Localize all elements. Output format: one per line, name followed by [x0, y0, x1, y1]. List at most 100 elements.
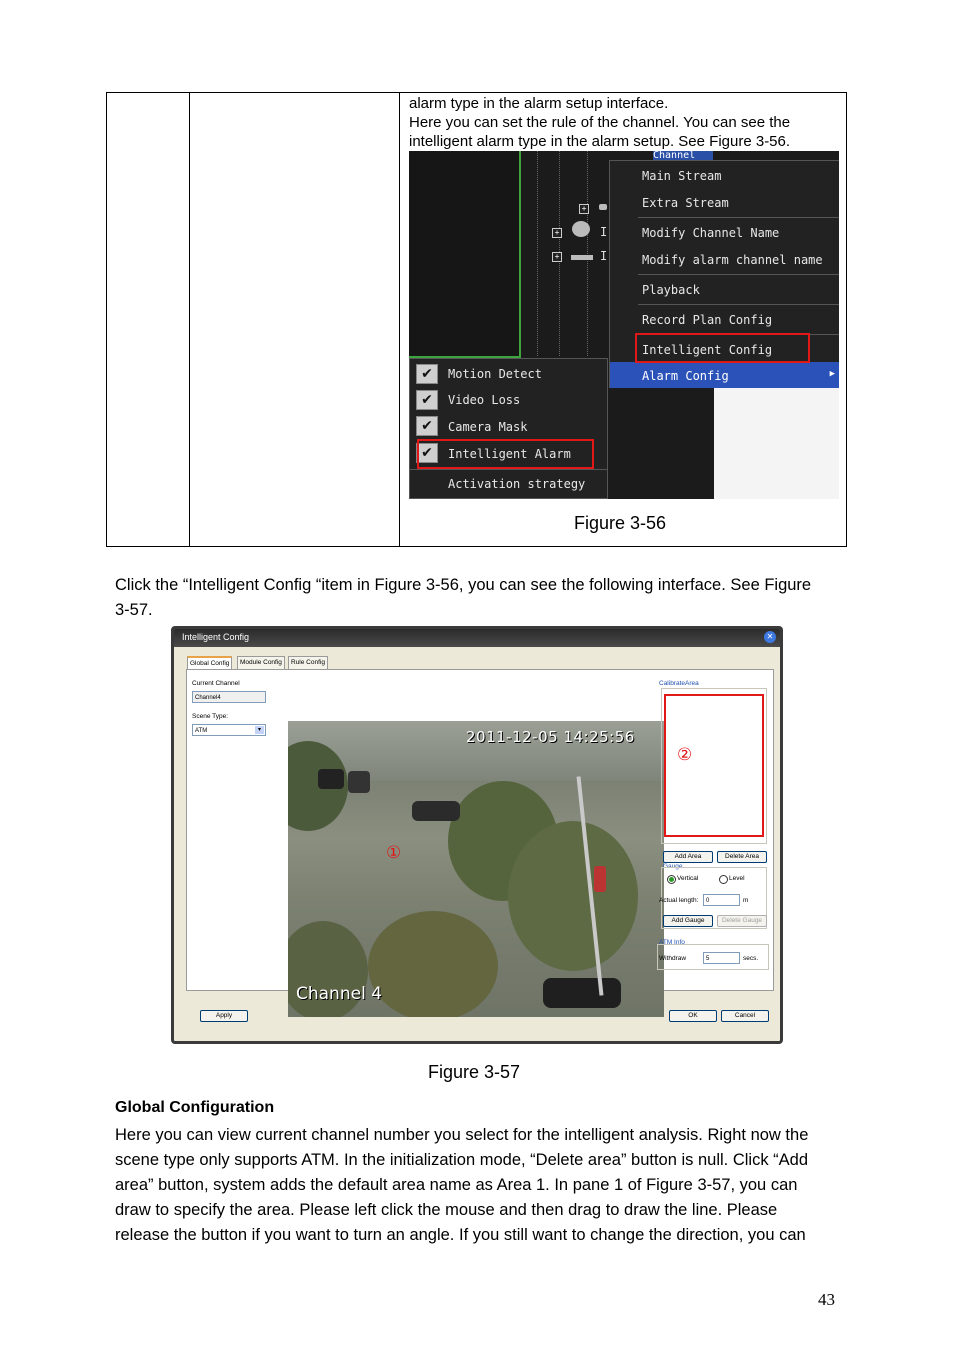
atm-info-label: ATM Info — [659, 939, 685, 946]
actual-length-input[interactable]: 0 — [703, 894, 740, 906]
scene-type-value: ATM — [195, 728, 208, 734]
paragraph-line: draw to specify the area. Please left cl… — [115, 1201, 778, 1219]
background-area — [714, 388, 839, 499]
cell-line: Here you can set the rule of the channel… — [409, 114, 791, 131]
menu-separator — [410, 469, 607, 470]
expand-icon[interactable]: + — [552, 228, 562, 238]
dialog-titlebar: Intelligent Config — [174, 629, 780, 647]
apply-button[interactable]: Apply — [200, 1010, 248, 1022]
add-gauge-button[interactable]: Add Gauge — [663, 915, 713, 927]
chevron-down-icon[interactable]: ▾ — [255, 726, 264, 734]
scene-type-select[interactable]: ATM ▾ — [192, 724, 266, 736]
osd-channel-label: Channel 4 — [296, 984, 383, 1004]
ok-button[interactable]: OK — [669, 1010, 717, 1022]
page-number: 43 — [818, 1290, 835, 1309]
car-shape — [412, 801, 460, 821]
figure-3-56-screenshot: Channel + + I + I' Main Stream Extra Str… — [409, 151, 839, 499]
menu-separator — [638, 274, 839, 275]
tab-global-config[interactable]: Global Config — [187, 656, 233, 670]
cell-line: alarm type in the alarm setup interface. — [409, 95, 669, 112]
tree-guide-line — [537, 151, 538, 356]
menu-item-record-plan-config[interactable]: Record Plan Config — [642, 313, 773, 327]
paragraph-line: 3-57. — [115, 601, 153, 619]
submenu-item-video-loss[interactable]: Video Loss — [448, 393, 521, 407]
highlight-intelligent-config — [635, 333, 810, 363]
context-menu: Main Stream Extra Stream Modify Channel … — [609, 160, 839, 388]
vertical-radio[interactable] — [667, 875, 676, 884]
check-icon[interactable]: ✔ — [416, 416, 438, 436]
add-area-button[interactable]: Add Area — [663, 851, 713, 863]
level-radio[interactable] — [719, 875, 728, 884]
menu-item-main-stream[interactable]: Main Stream — [642, 169, 722, 183]
pane-1-marker: ① — [386, 843, 402, 863]
device-icon — [599, 204, 607, 210]
calibrate-area-label: CalibrateArea — [659, 680, 699, 687]
atm-info-group — [657, 944, 769, 970]
check-icon[interactable]: ✔ — [416, 443, 438, 463]
car-shape — [318, 769, 344, 789]
submenu-item-activation-strategy[interactable]: Activation strategy — [448, 477, 586, 491]
body-paragraph: Here you can view current channel number… — [115, 1123, 840, 1248]
menu-item-extra-stream[interactable]: Extra Stream — [642, 196, 729, 210]
menu-item-playback[interactable]: Playback — [642, 283, 700, 297]
actual-length-label: Actual length: — [659, 897, 699, 904]
menu-item-alarm-config-highlight[interactable] — [610, 362, 839, 388]
gauge-label: Gauge — [663, 863, 683, 870]
menu-item-modify-channel-name[interactable]: Modify Channel Name — [642, 226, 780, 240]
calibrate-area-canvas[interactable]: ② — [664, 694, 764, 837]
expand-icon[interactable]: + — [552, 252, 562, 262]
unit-label: m — [743, 897, 749, 904]
sign-shape — [594, 866, 606, 892]
highlight-intelligent-alarm — [417, 439, 594, 469]
table-divider — [189, 93, 190, 546]
radio-dot — [669, 877, 674, 882]
withdraw-input[interactable]: 5 — [703, 952, 740, 964]
menu-item-alarm-config[interactable]: Alarm Config — [642, 369, 729, 383]
car-shape — [348, 771, 370, 793]
alarm-submenu: ✔ Motion Detect ✔ Video Loss ✔ Camera Ma… — [409, 358, 608, 499]
menu-item-intelligent-config[interactable]: Intelligent Config — [642, 343, 773, 357]
cancel-button[interactable]: Cancel — [721, 1010, 769, 1022]
tab-module-config[interactable]: Module Config — [237, 656, 285, 669]
intro-paragraph: Click the “Intelligent Config “item in F… — [115, 573, 840, 623]
tab-rule-config[interactable]: Rule Config — [288, 656, 328, 669]
current-channel-label: Current Channel — [192, 680, 240, 687]
submenu-arrow-icon: ▶ — [829, 369, 835, 379]
current-channel-field: Channel4 — [192, 691, 266, 703]
spec-table: alarm type in the alarm setup interface.… — [106, 92, 847, 547]
delete-gauge-button[interactable]: Delete Gauge — [717, 915, 767, 927]
dialog-title: Intelligent Config — [182, 632, 250, 642]
calibrate-area-group — [661, 688, 767, 844]
figure-caption: Figure 3-57 — [428, 1062, 521, 1082]
vertical-label: Vertical — [677, 875, 699, 882]
intelligent-config-dialog: Intelligent Config ✕ Global Config Modul… — [171, 626, 783, 1044]
submenu-item-motion-detect[interactable]: Motion Detect — [448, 367, 542, 381]
secs-label: secs. — [743, 955, 759, 962]
tree-shape — [508, 821, 638, 971]
level-label: Level — [729, 875, 745, 882]
tree-node-label[interactable]: I — [600, 225, 608, 239]
menu-separator — [638, 217, 839, 218]
section-heading: Global Configuration — [115, 1099, 275, 1116]
withdraw-label: Withdraw — [659, 955, 687, 962]
tree-shape — [288, 921, 368, 1017]
delete-area-button[interactable]: Delete Area — [717, 851, 767, 863]
car-shape — [543, 978, 621, 1008]
menu-separator — [638, 304, 839, 305]
paragraph-line: Here you can view current channel number… — [115, 1126, 809, 1144]
video-pane — [409, 151, 521, 358]
close-icon[interactable]: ✕ — [764, 631, 776, 643]
expand-icon[interactable]: + — [579, 204, 589, 214]
figure-caption: Figure 3-56 — [574, 513, 667, 533]
camera-video-pane[interactable]: 2011-12-05 14:25:56 Channel 4 ① — [288, 721, 664, 1017]
table-divider — [399, 93, 400, 546]
paragraph-line: scene type only supports ATM. In the ini… — [115, 1151, 809, 1169]
global-config-panel: Current Channel Channel4 Scene Type: ATM… — [186, 669, 774, 1017]
submenu-item-intelligent-alarm[interactable]: Intelligent Alarm — [448, 447, 571, 461]
check-icon[interactable]: ✔ — [416, 364, 438, 384]
menu-item-modify-alarm-channel-name[interactable]: Modify alarm channel name — [642, 253, 823, 267]
submenu-item-camera-mask[interactable]: Camera Mask — [448, 420, 528, 434]
check-icon[interactable]: ✔ — [416, 390, 438, 410]
tree-guide-line — [587, 151, 588, 356]
tree-channel-node[interactable]: Channel — [653, 151, 713, 161]
